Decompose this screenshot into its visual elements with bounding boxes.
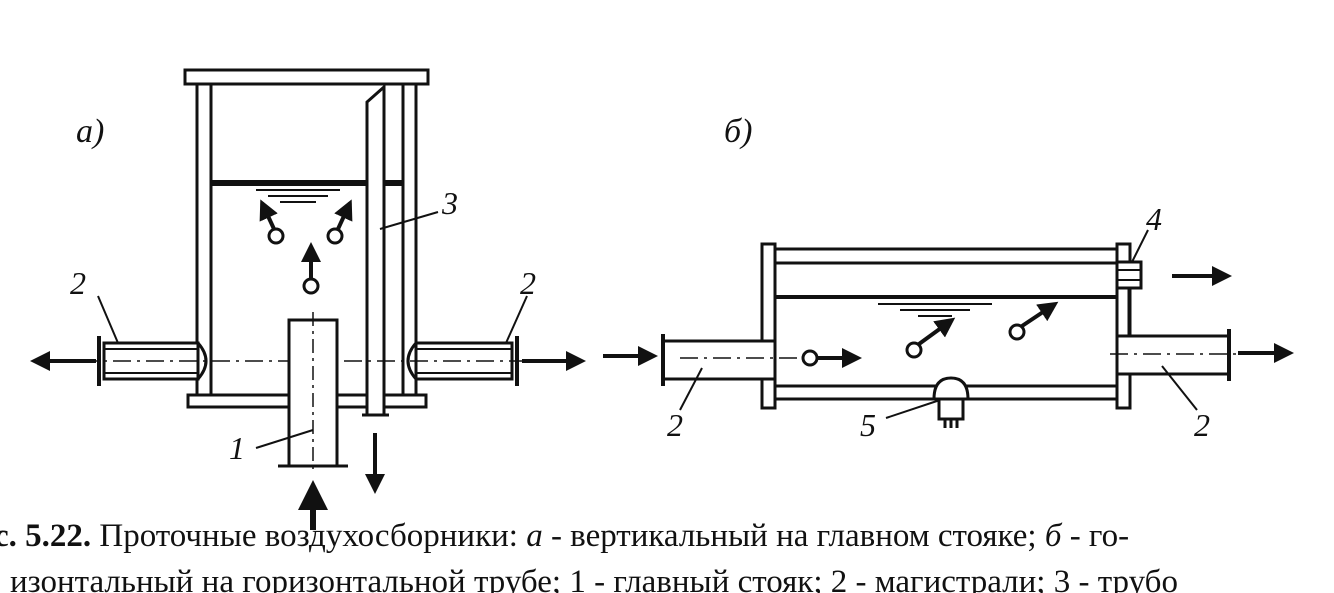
air-bubbles-a — [259, 199, 353, 295]
callout-b-4: 4 — [1146, 201, 1162, 237]
figure-number: с. 5.22. — [0, 518, 92, 554]
drain-valve-5 — [932, 376, 970, 428]
callout-a-1: 1 — [229, 430, 245, 466]
outlet-pipe-right-b — [1115, 329, 1231, 381]
panel-b-diagram: б) — [603, 113, 1294, 443]
panel-a-diagram: а) — [30, 68, 586, 530]
figure-caption: с. 5.22. Проточные воздухосборники: а - … — [0, 516, 1334, 593]
caption-title: Проточные воздухосборники: — [91, 518, 527, 554]
callout-a-2-left: 2 — [70, 265, 86, 301]
branch-pipe-right — [406, 336, 519, 386]
caption-item-a-letter: а — [526, 518, 543, 554]
callout-b-2-right: 2 — [1194, 407, 1210, 443]
inlet-pipe-left-b — [661, 334, 777, 386]
callout-a-3: 3 — [441, 185, 458, 221]
caption-line-1: с. 5.22. Проточные воздухосборники: а - … — [0, 516, 1129, 556]
vessel-top-cap — [183, 68, 430, 86]
caption-item-b-text: - го- — [1061, 518, 1130, 554]
callout-a-2-right: 2 — [520, 265, 536, 301]
caption-item-a-text: - вертикальный на главном стояке; — [542, 518, 1045, 554]
caption-item-b-letter: б — [1044, 518, 1062, 554]
main-riser-1 — [278, 312, 348, 470]
end-plate-left — [760, 242, 777, 410]
air-valve-4 — [1115, 260, 1143, 336]
caption-line-2: изонтальный на горизонтальной трубе; 1 -… — [10, 564, 1178, 593]
callout-b-2-left: 2 — [667, 407, 683, 443]
air-bubbles-b — [801, 301, 1059, 368]
panel-a-label: а) — [76, 113, 104, 150]
panel-b-label: б) — [724, 113, 752, 150]
callout-b-5: 5 — [860, 407, 876, 443]
vent-pipe-3 — [362, 83, 389, 417]
